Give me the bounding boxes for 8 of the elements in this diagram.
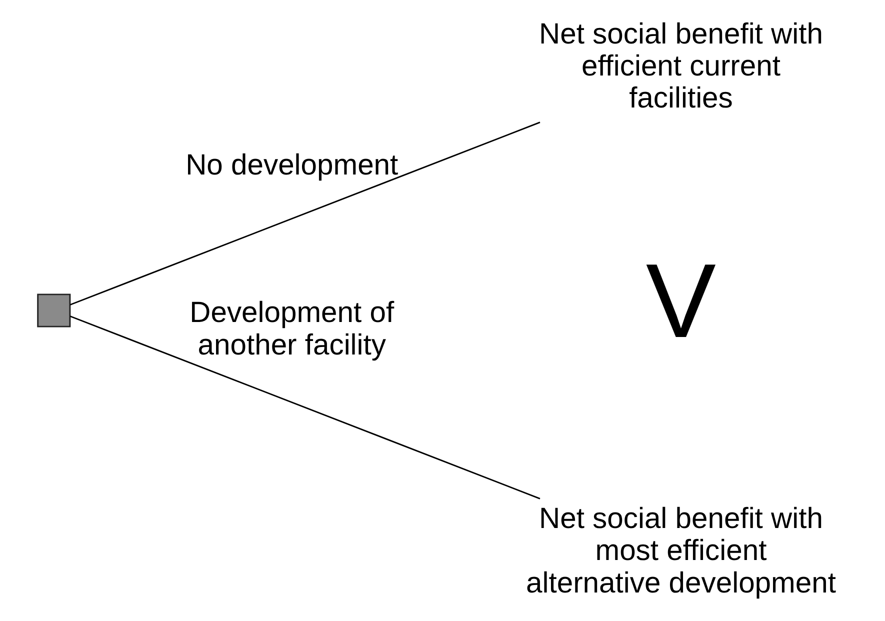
edge-label: Development of another facility — [189, 297, 394, 362]
node-text: Net social benefit with efficient current facilities — [538, 18, 822, 115]
connector — [69, 122, 540, 306]
label: V — [645, 242, 716, 360]
edge-label: No development — [185, 150, 398, 182]
node-text: Net social benefit with most efficient alternative development — [526, 503, 836, 600]
connector — [69, 316, 540, 500]
node-box — [36, 294, 70, 328]
